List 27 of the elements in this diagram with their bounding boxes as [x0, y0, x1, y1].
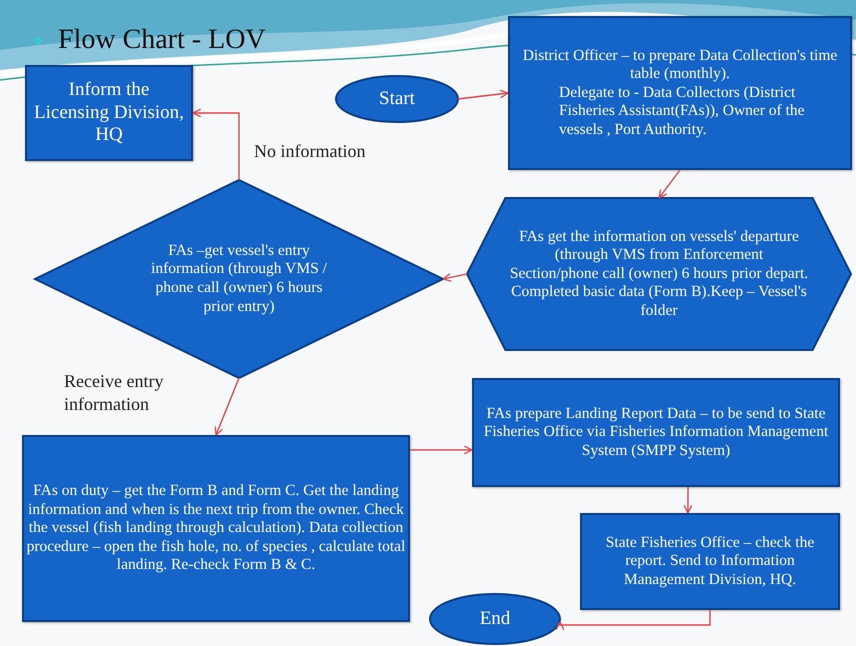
title: Flow Chart - LOV: [58, 24, 266, 56]
arrow: [410, 445, 473, 455]
arrow: [555, 610, 711, 631]
step-text: Delegate to - Data Collectors (District Fisheries Assistant(FAs)), Owner of the vessels , Port Authority.: [558, 84, 806, 140]
process-box: [580, 513, 840, 610]
step-text: State Fisheries Office – check the report. Send to Information Management Division, HQ.: [604, 534, 816, 590]
arrow: [214, 378, 240, 436]
step-text: Inform the Licensing Division, HQ: [34, 78, 184, 148]
step-text: FAs –get vessel's entry information (through VMS / phone call (owner) 6 hours prior entry): [150, 242, 328, 316]
process-box: [22, 435, 410, 622]
step-text: FAs get the information on vessels' departure (through VMS from Enforcement Section/phone call (owner) 6 hours prior depart. Completed basic data (Form B).Keep – Vessel's folder: [509, 228, 809, 320]
step-text: District Officer – to prepare Data Collection's time table (monthly).: [522, 46, 838, 84]
arrow: [458, 89, 509, 100]
arrow: [658, 170, 681, 199]
process-box: [25, 65, 193, 161]
preparation-hexagon: [467, 198, 851, 350]
terminator-oval: [430, 594, 560, 644]
arrow: [192, 108, 240, 180]
arrow: [683, 487, 693, 514]
step-text: FAs prepare Landing Report Data – to be send to State Fisheries Office via Fisheries Information Management System (SMPP System): [482, 404, 830, 460]
step-text: Start: [378, 88, 416, 110]
step-text: FAs on duty – get the Form B and Form C. Get the landing information and when is the next trip from the owner. Check the vessel (fish landing through calculation). Data collection procedure – open the fish hole, no. of species , calculate total landing. Re-check Form B & C.: [26, 482, 406, 575]
terminator-oval: [336, 76, 458, 122]
process-box: [472, 378, 840, 487]
process-box: [508, 16, 852, 170]
step-text: End: [478, 608, 512, 630]
arrow: [442, 272, 468, 282]
